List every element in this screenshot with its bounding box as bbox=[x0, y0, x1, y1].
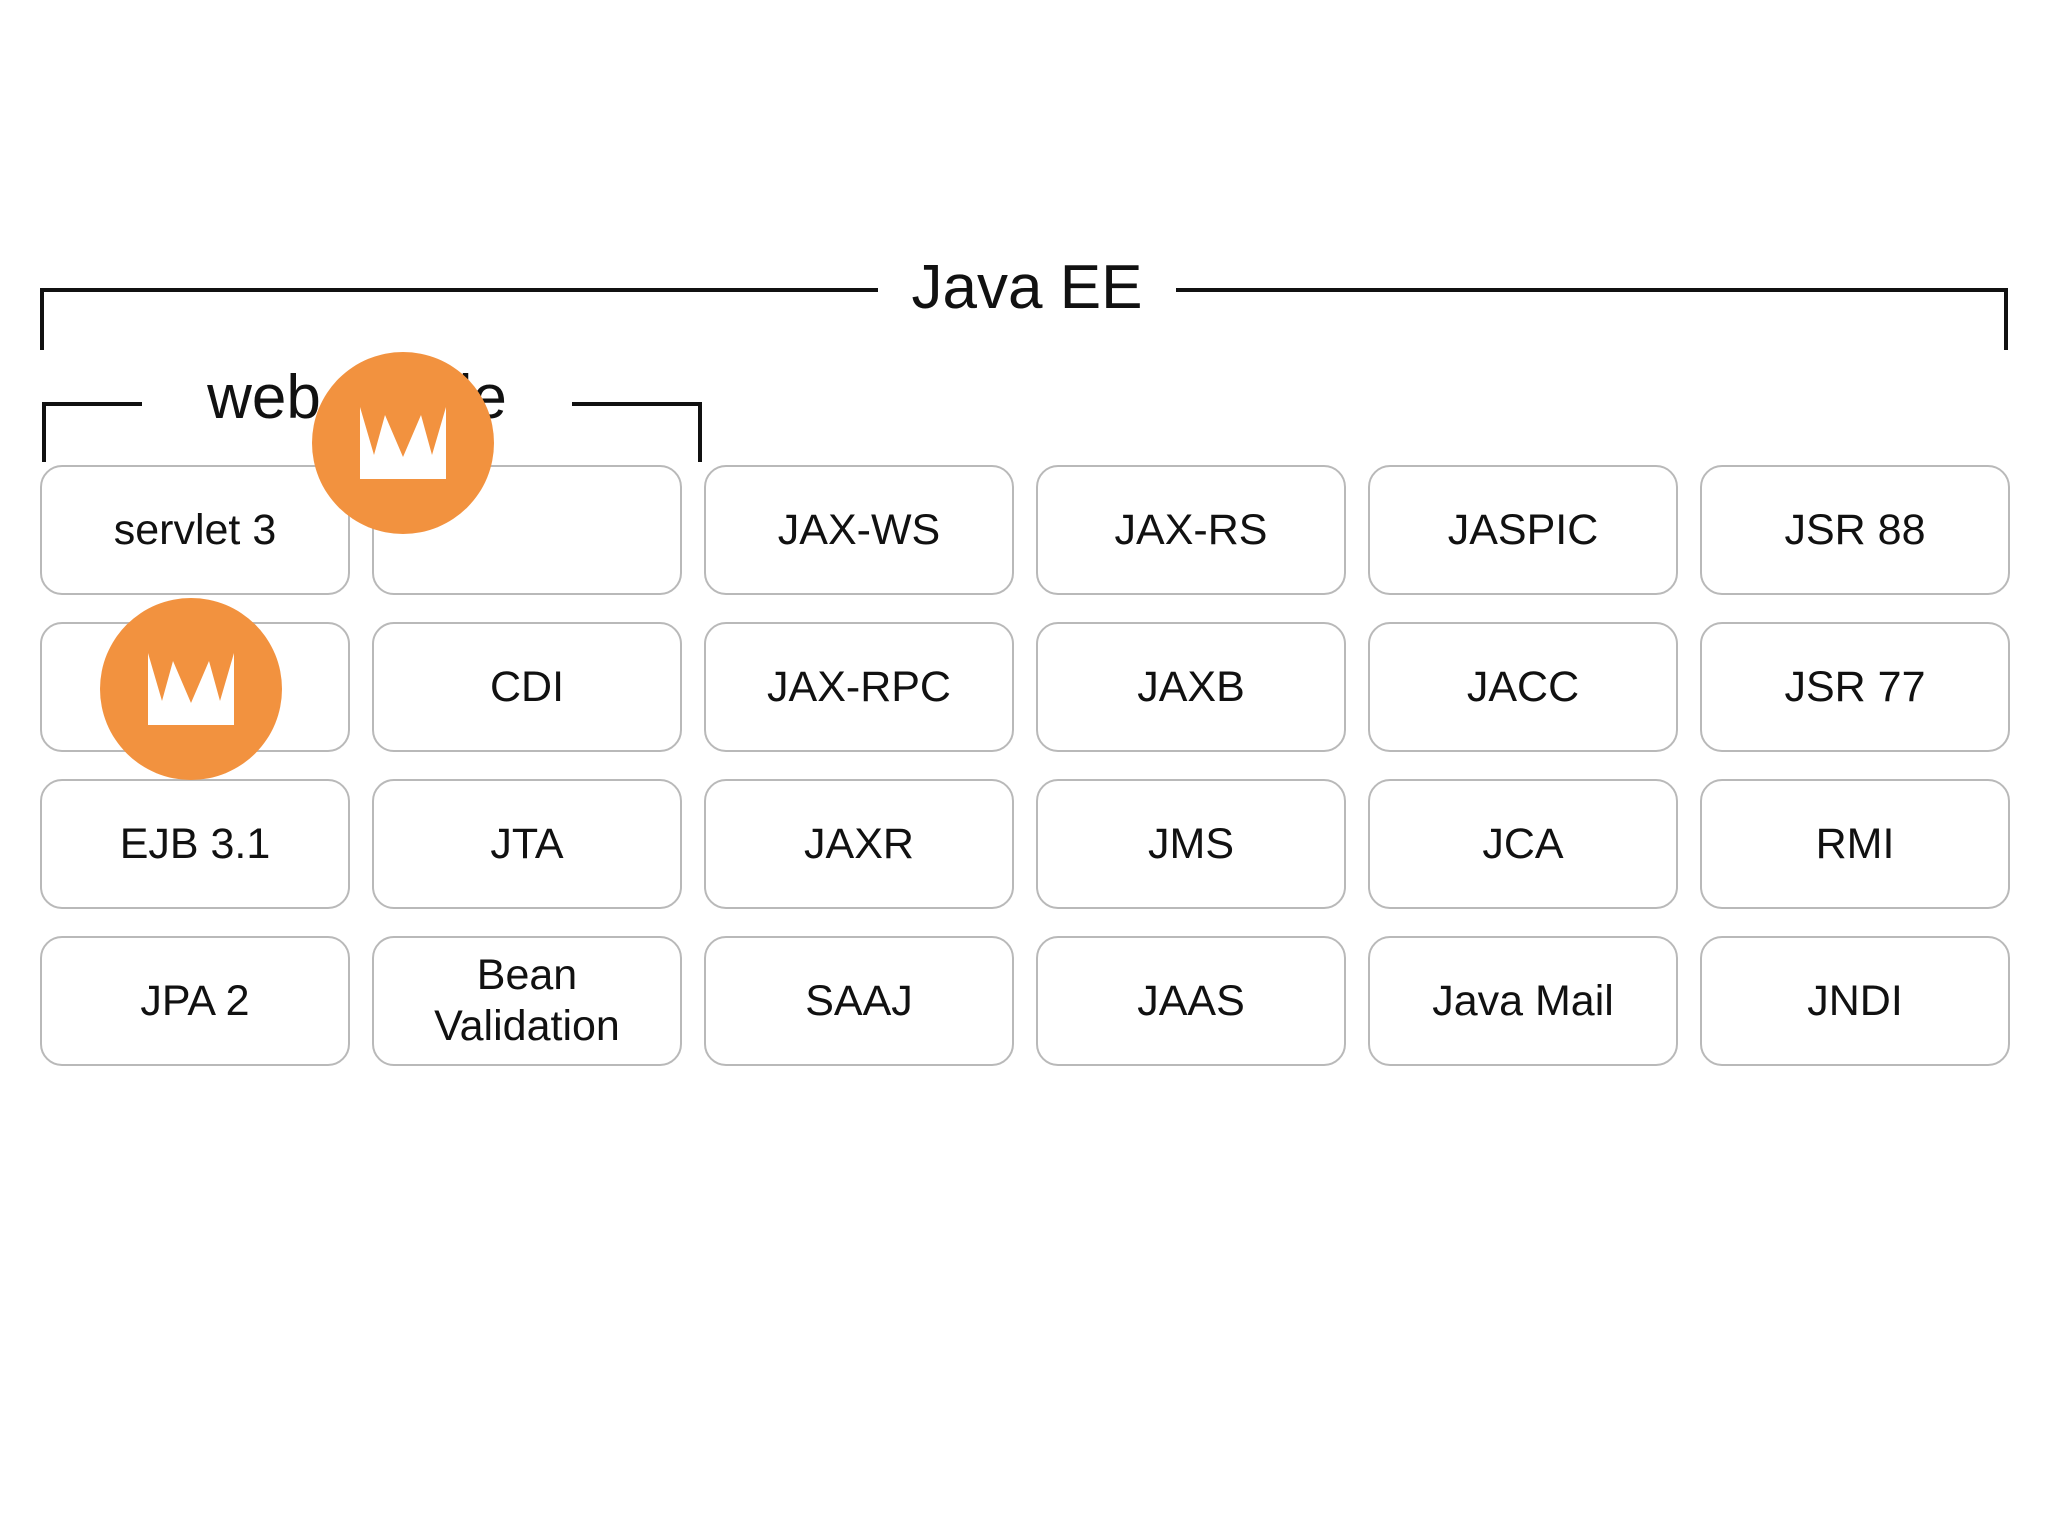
web-profile-bracket-bar-left bbox=[42, 402, 142, 406]
web-profile-bracket-bar-right bbox=[572, 402, 702, 406]
spec-box[interactable]: SAAJ bbox=[704, 936, 1014, 1066]
spec-box[interactable]: JAX-WS bbox=[704, 465, 1014, 595]
spec-box[interactable]: RMI bbox=[1700, 779, 2010, 909]
spec-box[interactable]: JASPIC bbox=[1368, 465, 1678, 595]
spec-box[interactable]: JMS bbox=[1036, 779, 1346, 909]
java-ee-bracket-bar-right bbox=[1176, 288, 2008, 292]
java-ee-bracket: Java EE bbox=[40, 253, 2008, 350]
spec-box[interactable]: EJB 3.1 bbox=[40, 779, 350, 909]
web-profile-bracket-tick-right bbox=[698, 402, 702, 462]
spec-box[interactable]: JSR 77 bbox=[1700, 622, 2010, 752]
spec-box[interactable]: JAX-RPC bbox=[704, 622, 1014, 752]
java-ee-bracket-tick-right bbox=[2004, 288, 2008, 350]
java-ee-bracket-label: Java EE bbox=[911, 253, 1143, 322]
spec-box[interactable]: JACC bbox=[1368, 622, 1678, 752]
web-profile-bracket-tick-left bbox=[42, 402, 46, 462]
spec-box[interactable]: JSR 88 bbox=[1700, 465, 2010, 595]
spec-box[interactable]: servlet 3 bbox=[40, 465, 350, 595]
java-ee-bracket-bar-left bbox=[40, 288, 878, 292]
spec-box[interactable]: JAXB bbox=[1036, 622, 1346, 752]
spec-box[interactable]: JPA 2 bbox=[40, 936, 350, 1066]
spec-box[interactable]: Bean Validation bbox=[372, 936, 682, 1066]
spec-box[interactable]: JAAS bbox=[1036, 936, 1346, 1066]
spec-box[interactable]: JCA bbox=[1368, 779, 1678, 909]
spec-box[interactable]: JTA bbox=[372, 779, 682, 909]
spec-box[interactable]: JNDI bbox=[1700, 936, 2010, 1066]
spec-box[interactable]: JAXR bbox=[704, 779, 1014, 909]
spec-box[interactable]: CDI bbox=[372, 622, 682, 752]
spec-box[interactable]: JAX-RS bbox=[1036, 465, 1346, 595]
crown-icon bbox=[312, 352, 494, 534]
java-ee-bracket-tick-left bbox=[40, 288, 44, 350]
crown-icon bbox=[100, 598, 282, 780]
spec-box[interactable]: Java Mail bbox=[1368, 936, 1678, 1066]
